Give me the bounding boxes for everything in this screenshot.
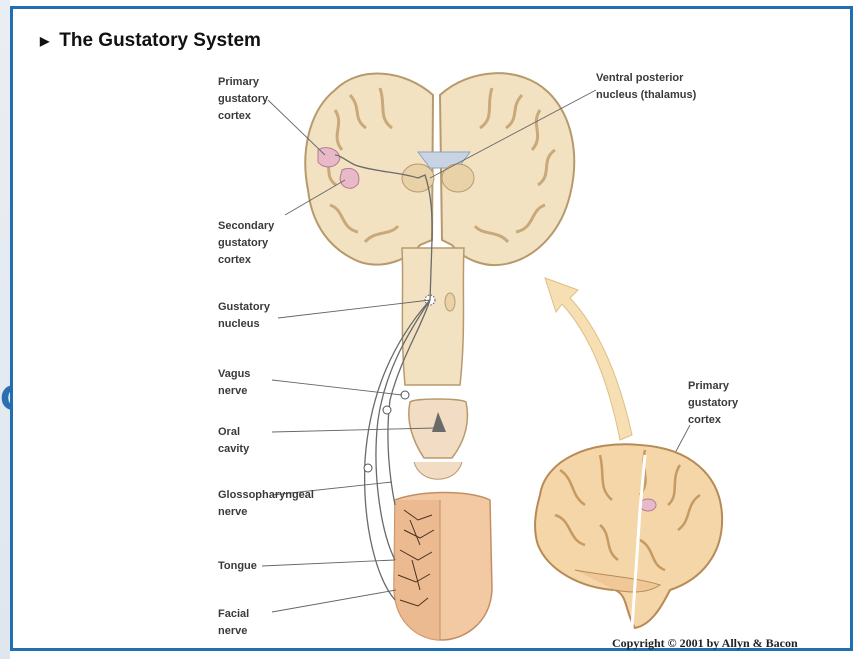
label-facial-nerve: Facial nerve	[218, 606, 249, 640]
secondary-gustatory-cortex-region	[340, 168, 359, 188]
copyright-notice: Copyright © 2001 by Allyn & Bacon	[612, 636, 798, 651]
vagus-ganglion	[401, 391, 409, 399]
label-oral-cavity: Oral cavity	[218, 424, 249, 458]
label-tongue: Tongue	[218, 558, 257, 575]
coronal-brain-section	[305, 73, 574, 265]
glossopharyngeal-ganglion	[364, 464, 372, 472]
thalamus-right	[442, 164, 474, 192]
brainstem	[402, 248, 464, 385]
whole-brain-inset	[535, 444, 722, 628]
label-vagus-nerve: Vagus nerve	[218, 366, 250, 400]
label-primary-gustatory-cortex: Primary gustatory cortex	[218, 74, 268, 125]
tongue-drawing	[394, 493, 492, 641]
label-gustatory-nucleus: Gustatory nucleus	[218, 299, 270, 333]
inset-gustatory-cortex	[640, 499, 656, 511]
label-secondary-gustatory-cortex: Secondary gustatory cortex	[218, 218, 274, 269]
brainstem-nucleus-right	[445, 293, 455, 311]
large-arrow	[545, 278, 632, 440]
nerve-ganglion-2	[383, 406, 391, 414]
label-inset-primary-gustatory-cortex: Primary gustatory cortex	[688, 378, 738, 429]
label-ventral-posterior-nucleus: Ventral posterior nucleus (thalamus)	[596, 70, 696, 104]
label-glossopharyngeal-nerve: Glossopharyngeal nerve	[218, 487, 314, 521]
oral-cavity-drawing	[409, 399, 468, 479]
